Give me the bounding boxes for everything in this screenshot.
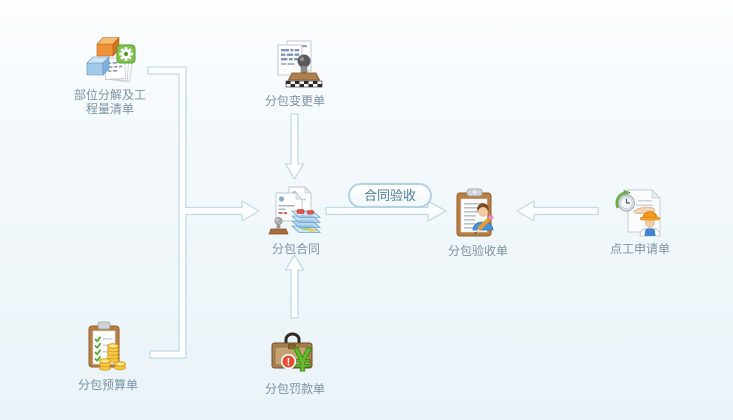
blocks-gear-documents-icon <box>86 36 136 83</box>
clipboard-person-pencil-icon <box>456 188 494 237</box>
edge-badge-contract-acceptance[interactable]: 合同验收 <box>348 183 432 208</box>
yuan-glyph: ¥ <box>293 341 312 378</box>
alert-glyph: ! <box>287 357 291 369</box>
checklist-coins-icon <box>88 321 127 371</box>
node-boq[interactable]: 部位分解及工程量清单 <box>60 30 160 118</box>
briefcase-yuan-warning-icon: ¥ ! <box>271 332 313 379</box>
node-label: 分包验收单 <box>447 244 508 258</box>
node-label: 分包预算单 <box>77 378 138 392</box>
document-timer-worker-icon <box>615 189 661 237</box>
node-contract[interactable]: 分包合同 <box>246 184 346 258</box>
node-label: 点工申请单 <box>609 242 670 256</box>
connector-contract-to-acceptance-arrow <box>325 200 447 222</box>
connector-change-to-contract-arrow <box>284 113 305 180</box>
node-change[interactable]: 分包变更单 <box>245 36 345 110</box>
node-label: 分包合同 <box>271 242 320 256</box>
node-label: 分包变更单 <box>264 94 325 108</box>
node-acceptance[interactable]: 分包验收单 <box>428 186 528 260</box>
connector-left-bracket-arrow <box>147 66 260 359</box>
node-label: 部位分解及工程量清单 <box>73 88 146 117</box>
connector-fine-to-contract-arrow <box>284 254 305 319</box>
contract-papers-seal-layers-icon <box>268 186 322 235</box>
connector-daywork-to-acceptance-arrow <box>516 200 599 222</box>
node-daywork[interactable]: 点工申请单 <box>590 184 690 258</box>
node-budget[interactable]: 分包预算单 <box>58 320 158 394</box>
node-label: 分包罚款单 <box>264 382 325 396</box>
documents-rubber-stamp-icon <box>277 40 323 88</box>
node-fine[interactable]: ¥ ! 分包罚款单 <box>245 324 345 398</box>
